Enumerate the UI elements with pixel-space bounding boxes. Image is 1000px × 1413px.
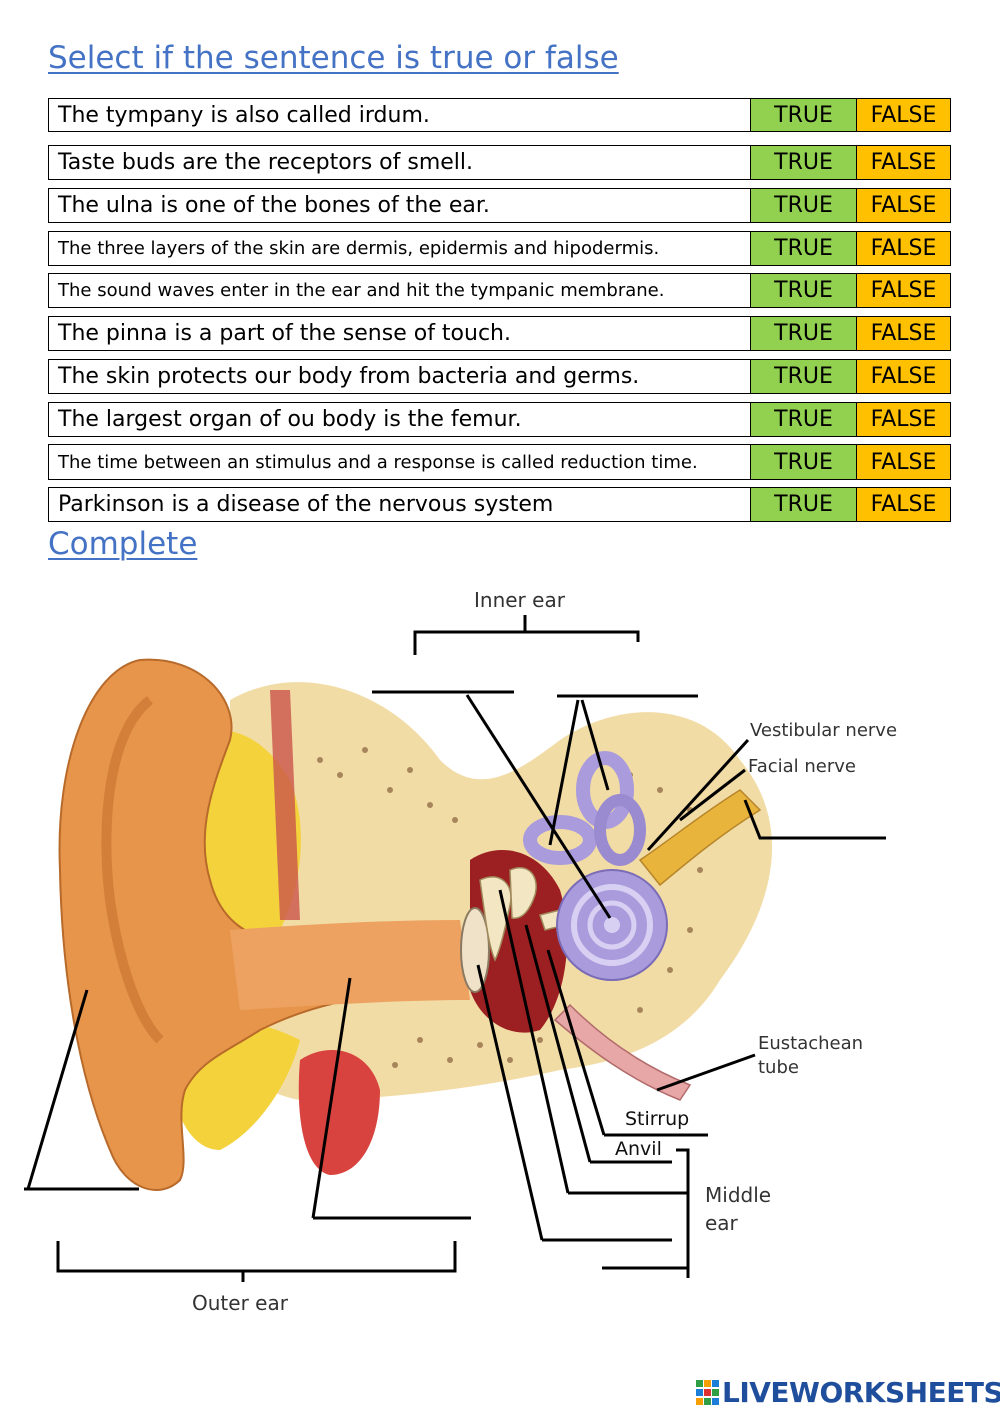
- true-button[interactable]: TRUE: [751, 445, 857, 479]
- label-lines: [24, 615, 886, 1282]
- statement-text: The time between an stimulus and a respo…: [49, 445, 751, 479]
- true-button[interactable]: TRUE: [751, 99, 857, 131]
- false-button[interactable]: FALSE: [857, 232, 950, 265]
- vestibular-nerve-label: Vestibular nerve: [750, 720, 897, 741]
- statement-text: Taste buds are the receptors of smell.: [49, 146, 751, 179]
- eardrum: [460, 907, 490, 993]
- middle-ear-label-line1: Middle: [705, 1183, 771, 1207]
- true-button[interactable]: TRUE: [751, 317, 857, 350]
- outer-ear-label: Outer ear: [192, 1291, 289, 1315]
- statement-text: The largest organ of ou body is the femu…: [49, 403, 751, 436]
- statement-row: The tympany is also called irdum. TRUE F…: [48, 98, 951, 132]
- false-button[interactable]: FALSE: [857, 488, 950, 521]
- vessel: [270, 690, 300, 920]
- stirrup-label: Stirrup: [625, 1108, 689, 1130]
- statement-row: Parkinson is a disease of the nervous sy…: [48, 487, 951, 522]
- statement-row: The pinna is a part of the sense of touc…: [48, 316, 951, 351]
- eustachian-tube: [553, 1003, 692, 1101]
- statement-row: The largest organ of ou body is the femu…: [48, 402, 951, 437]
- section-heading-true-false: Select if the sentence is true or false: [48, 40, 619, 76]
- statement-text: The tympany is also called irdum.: [49, 99, 751, 131]
- statement-row: The ulna is one of the bones of the ear.…: [48, 188, 951, 223]
- pinna: [58, 658, 421, 1191]
- section-heading-complete: Complete: [48, 526, 198, 562]
- true-button[interactable]: TRUE: [751, 189, 857, 222]
- statement-row: The time between an stimulus and a respo…: [48, 444, 951, 480]
- fat-tissue-upper: [190, 730, 301, 938]
- false-button[interactable]: FALSE: [857, 99, 950, 131]
- liveworksheets-icon: [696, 1379, 719, 1405]
- ear-diagram: Inner ear Vestibular nerve Facial nerve …: [24, 588, 897, 1315]
- false-button[interactable]: FALSE: [857, 403, 950, 436]
- statement-row: Taste buds are the receptors of smell. T…: [48, 145, 951, 180]
- auditory-nerve: [638, 789, 762, 887]
- statement-text: The pinna is a part of the sense of touc…: [49, 317, 751, 350]
- false-button[interactable]: FALSE: [857, 146, 950, 179]
- ear-canal: [230, 920, 470, 1010]
- cochlea: [556, 869, 668, 981]
- statement-row: The sound waves enter in the ear and hit…: [48, 273, 951, 308]
- statement-row: The three layers of the skin are dermis,…: [48, 231, 951, 266]
- eustachean-label-line1: Eustachean: [758, 1033, 863, 1054]
- false-button[interactable]: FALSE: [857, 317, 950, 350]
- anvil-bone: [509, 867, 537, 919]
- facial-nerve-label: Facial nerve: [748, 756, 856, 777]
- anvil-label: Anvil: [615, 1138, 662, 1160]
- true-button[interactable]: TRUE: [751, 146, 857, 179]
- semicircular-canals: [523, 751, 646, 866]
- brand-logo: LIVEWORKSHEETS: [696, 1376, 1000, 1409]
- statement-text: The skin protects our body from bacteria…: [49, 360, 751, 393]
- false-button[interactable]: FALSE: [857, 445, 950, 479]
- true-button[interactable]: TRUE: [751, 360, 857, 393]
- true-button[interactable]: TRUE: [751, 403, 857, 436]
- false-button[interactable]: FALSE: [857, 274, 950, 307]
- statement-row: The skin protects our body from bacteria…: [48, 359, 951, 394]
- false-button[interactable]: FALSE: [857, 360, 950, 393]
- statement-text: Parkinson is a disease of the nervous sy…: [49, 488, 751, 521]
- eustachean-label-line2: tube: [758, 1057, 799, 1078]
- muscle-tissue: [298, 1050, 380, 1175]
- brand-name: LIVEWORKSHEETS: [722, 1376, 1000, 1409]
- statement-text: The three layers of the skin are dermis,…: [49, 232, 751, 265]
- statement-text: The ulna is one of the bones of the ear.: [49, 189, 751, 222]
- true-button[interactable]: TRUE: [751, 232, 857, 265]
- statement-text: The sound waves enter in the ear and hit…: [49, 274, 751, 307]
- middle-ear-label-line2: ear: [705, 1211, 739, 1235]
- true-button[interactable]: TRUE: [751, 488, 857, 521]
- false-button[interactable]: FALSE: [857, 189, 950, 222]
- true-button[interactable]: TRUE: [751, 274, 857, 307]
- inner-ear-label: Inner ear: [474, 588, 566, 612]
- pinna-fold: [101, 696, 164, 1044]
